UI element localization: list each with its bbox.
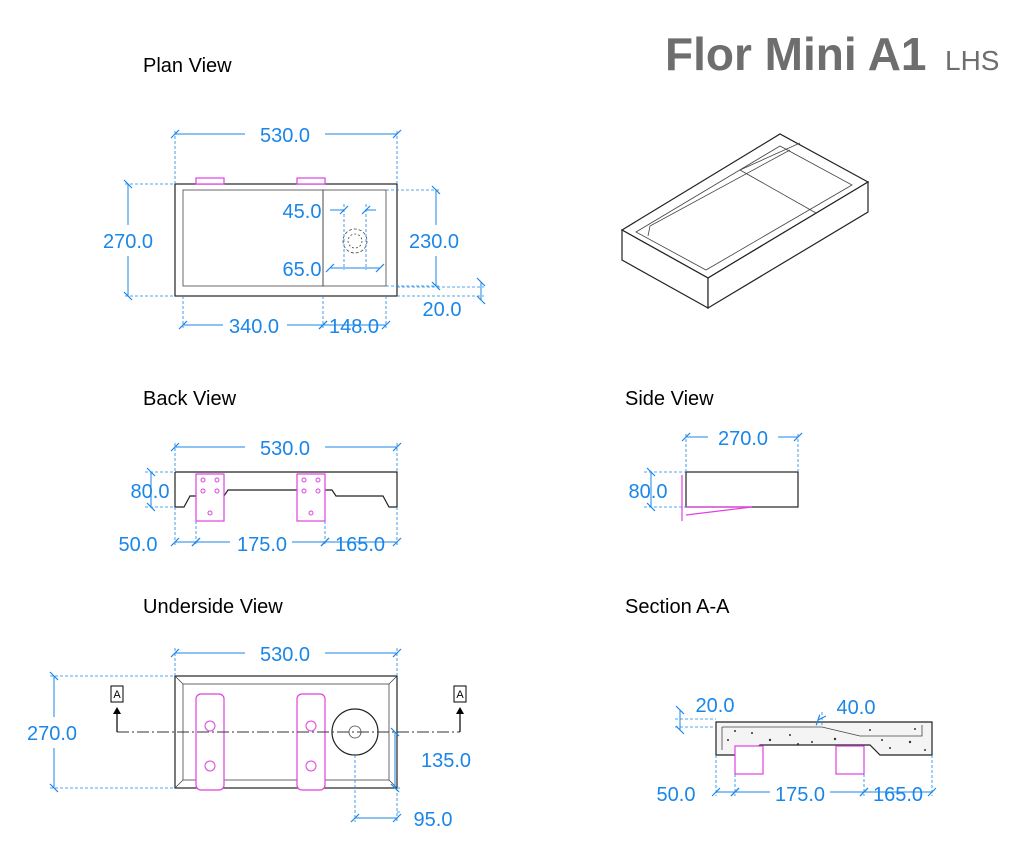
underside-bracket-right: [296, 693, 326, 791]
plan-view-label: Plan View: [143, 55, 232, 77]
section-view: Section A-A 20.0 40.0 50.0 175.0 16: [625, 596, 937, 806]
side-height-dim: 80.0: [629, 481, 668, 503]
product-variant: LHS: [945, 45, 999, 76]
plan-inner-depth-dim: 230.0: [409, 231, 459, 253]
section-lip-dim: 20.0: [696, 695, 735, 717]
plan-basin-length-dim: 340.0: [229, 316, 279, 338]
section-right-offset-dim: 165.0: [873, 784, 923, 806]
side-depth-dim: 270.0: [718, 428, 768, 450]
plan-depth-dim: 270.0: [103, 231, 153, 253]
plan-shelf-length-dim: 148.0: [329, 316, 379, 338]
plan-bracket-right: [296, 177, 326, 185]
plan-waste-outer: [342, 228, 368, 254]
section-bracket-right: [835, 745, 865, 775]
plan-waste-x-dim: 45.0: [283, 201, 322, 223]
plan-view: Plan View 530.0 270.0 45.0 65.0 230.0: [103, 55, 486, 338]
back-left-offset-dim: 50.0: [119, 534, 158, 556]
section-bracket-left: [734, 745, 764, 775]
underside-width-dim: 530.0: [260, 644, 310, 666]
back-width-dim: 530.0: [260, 438, 310, 460]
back-bracket-right: [296, 473, 326, 522]
section-view-label: Section A-A: [625, 596, 730, 618]
underside-depth-dim: 270.0: [27, 723, 77, 745]
plan-shelf: [322, 189, 387, 287]
underside-bracket-left: [195, 693, 225, 791]
back-height-dim: 80.0: [131, 481, 170, 503]
plan-outline: [174, 183, 398, 297]
section-bracket-spacing-dim: 175.0: [775, 784, 825, 806]
side-view-label: Side View: [625, 388, 714, 410]
side-view: Side View 270.0 80.0: [625, 388, 803, 521]
underside-view-label: Underside View: [143, 596, 283, 618]
back-bracket-spacing-dim: 175.0: [237, 534, 287, 556]
plan-waste-y-dim: 65.0: [283, 259, 322, 281]
product-title: Flor Mini A1: [665, 28, 927, 80]
back-right-offset-dim: 165.0: [335, 534, 385, 556]
section-marker-left: A: [113, 689, 121, 701]
underside-waste-y-dim: 135.0: [421, 750, 471, 772]
plan-bracket-left: [195, 177, 225, 185]
back-view: Back View 530.0 80.0 50.0 1: [119, 388, 402, 556]
plan-width-dim: 530.0: [260, 125, 310, 147]
section-shelf-dim: 40.0: [837, 697, 876, 719]
underside-view: Underside View A A 530.0: [27, 596, 471, 831]
back-bracket-left: [195, 473, 225, 522]
underside-waste-x-dim: 95.0: [414, 809, 453, 831]
plan-waste-inner: [347, 233, 363, 249]
plan-lip-dim: 20.0: [423, 299, 462, 321]
back-view-label: Back View: [143, 388, 237, 410]
section-marker-right: A: [456, 689, 464, 701]
section-left-offset-dim: 50.0: [657, 784, 696, 806]
isometric-view: [620, 133, 870, 310]
